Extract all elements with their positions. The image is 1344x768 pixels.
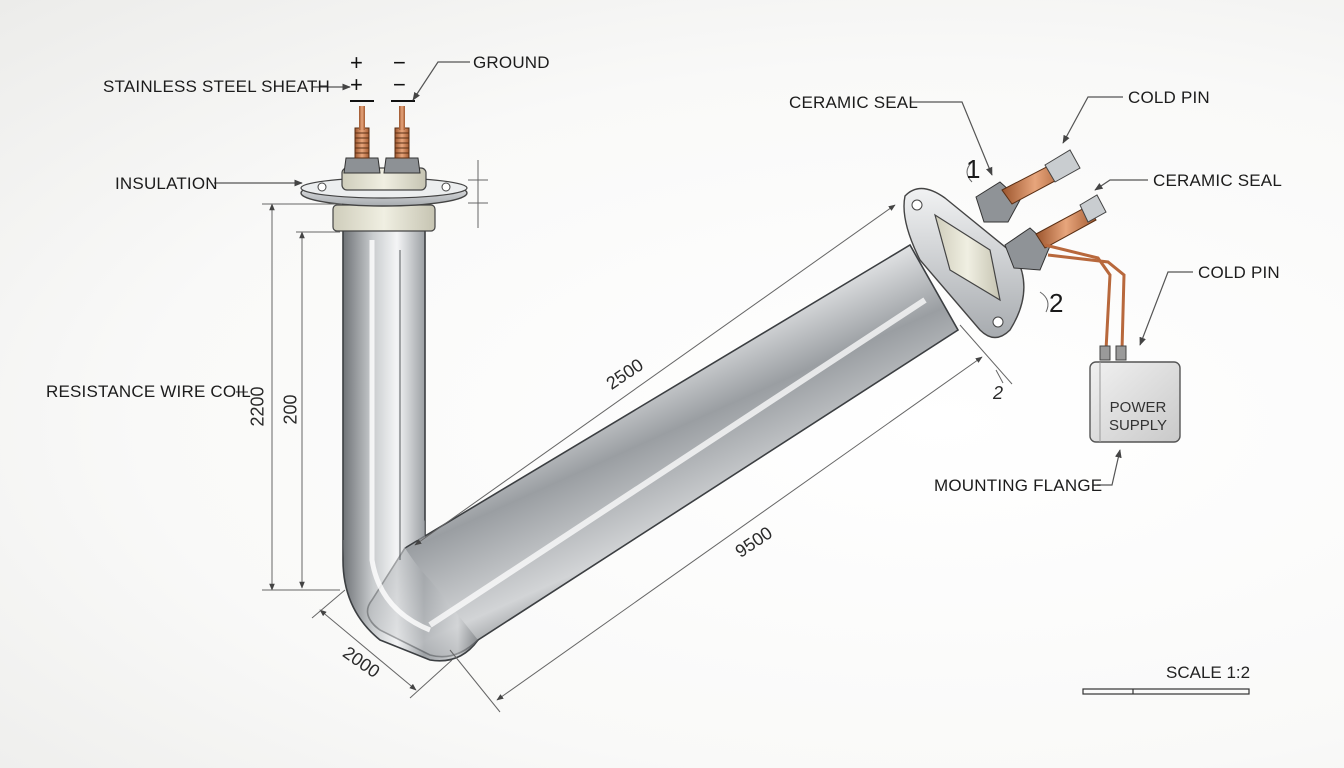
power-supply-box	[1089, 345, 1181, 443]
top-flange-assembly	[300, 100, 468, 232]
plus-sign-2: +	[350, 72, 363, 97]
right-insulator	[934, 213, 1001, 302]
label-cold-pin-top: COLD PIN	[1128, 88, 1210, 107]
right-flange-assembly	[903, 149, 1126, 351]
label-insulation: INSULATION	[115, 174, 218, 193]
minus-sign-2: −	[393, 72, 406, 97]
scale-label: SCALE 1:2	[1166, 663, 1251, 682]
dim-vertical-inner: 200	[280, 394, 301, 425]
label-ceramic-seal-right: CERAMIC SEAL	[1153, 171, 1282, 190]
power-supply-label: POWER SUPPLY	[1108, 399, 1168, 434]
label-mounting-flange: MOUNTING FLANGE	[934, 476, 1103, 495]
callout-1: 1	[966, 154, 981, 184]
dim-vertical-outer: 2200	[247, 386, 268, 427]
dim-flange-gap: 2	[993, 383, 1004, 403]
callout-2: 2	[1049, 288, 1064, 318]
tube-diagonal-leg	[366, 243, 960, 658]
plus-sign-1: +	[350, 50, 363, 75]
scale-bar	[1082, 688, 1250, 695]
dimension-lines	[262, 160, 1049, 713]
top-ceramic-collar	[332, 204, 436, 232]
label-ceramic-seal-top: CERAMIC SEAL	[789, 93, 918, 112]
minus-sign-1: −	[393, 50, 406, 75]
label-resistance-wire-coil: RESISTANCE WIRE COIL	[46, 382, 251, 401]
leader-lines	[214, 61, 1193, 486]
label-ground: GROUND	[473, 53, 550, 72]
label-cold-pin-right: COLD PIN	[1198, 263, 1280, 282]
label-stainless-steel-sheath: STAINLESS STEEL SHEATH	[103, 77, 331, 96]
heating-tube	[342, 227, 960, 662]
